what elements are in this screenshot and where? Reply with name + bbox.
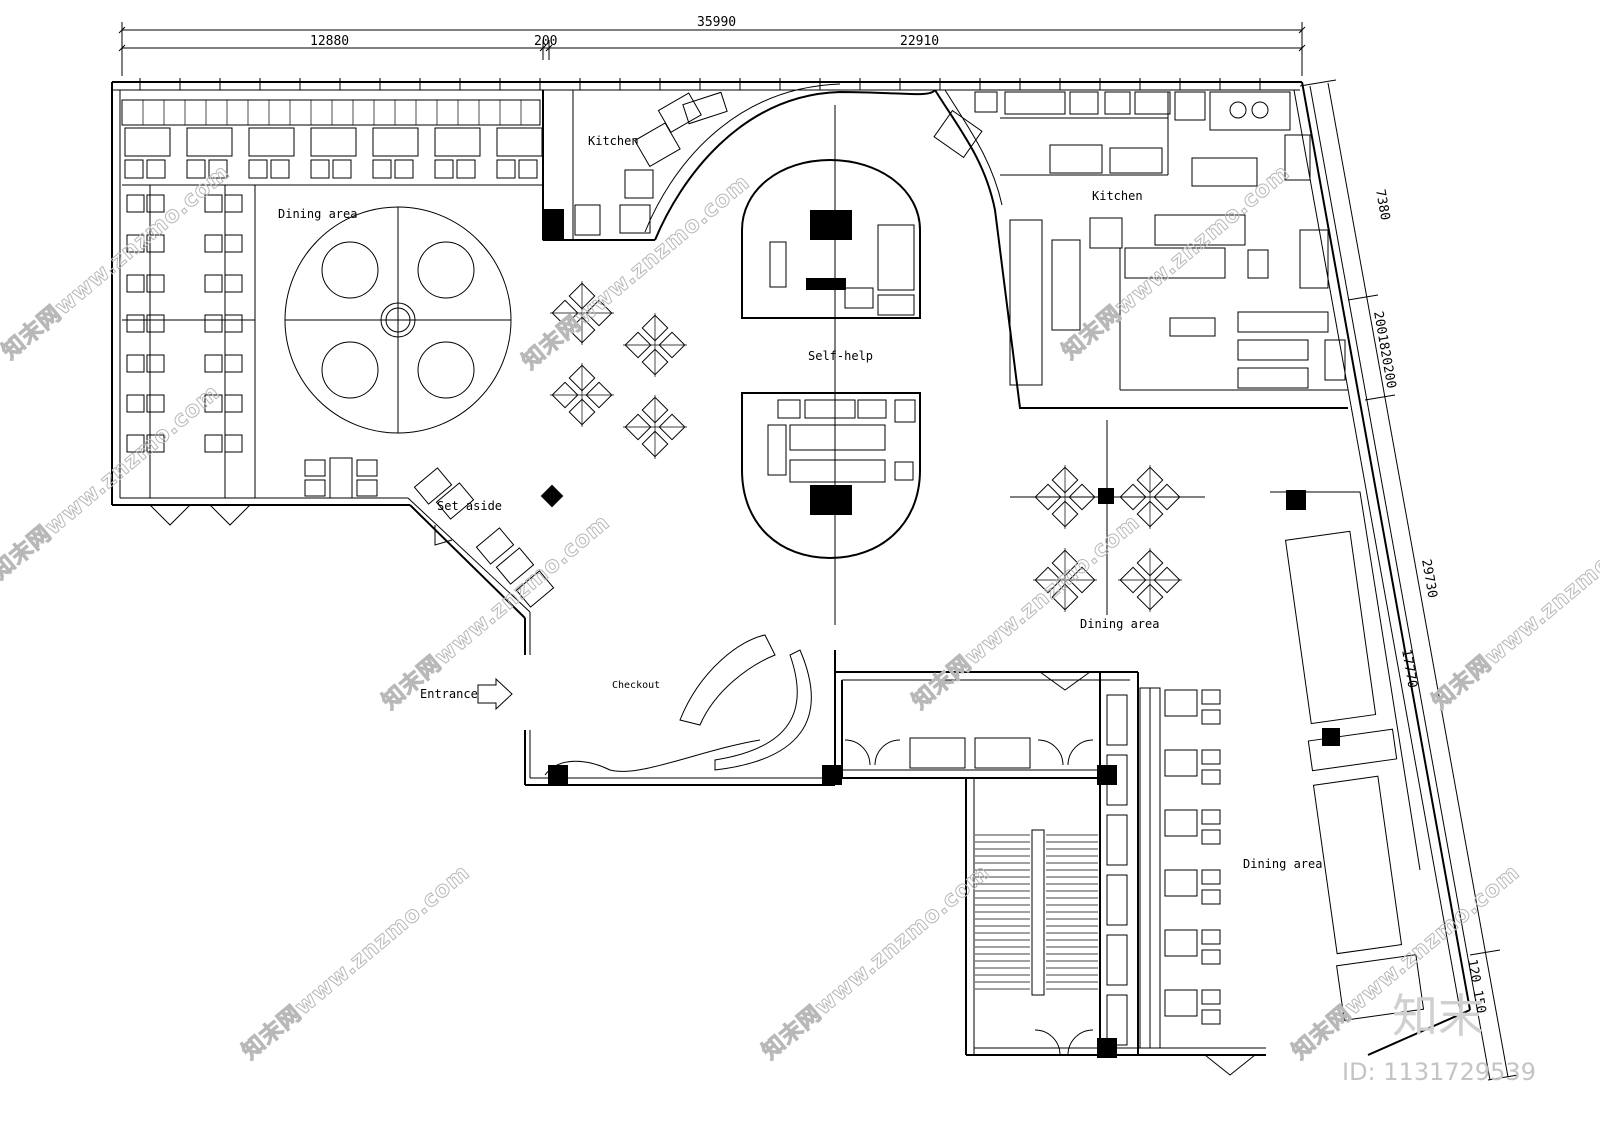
image-id-text: ID: 1131729539 bbox=[1342, 1058, 1536, 1086]
set-aside-label: Set aside bbox=[437, 499, 502, 513]
four-top-table bbox=[550, 281, 614, 345]
dining-lower-right: Dining area bbox=[1106, 491, 1425, 1076]
dimension-lines: 35990 12880 200 22910 7380 2001820200 29… bbox=[118, 15, 1519, 1081]
booth-table bbox=[1164, 929, 1198, 957]
center-tables bbox=[550, 281, 1182, 612]
kitchen-left: Kitchen bbox=[542, 83, 936, 241]
booth-table bbox=[1164, 689, 1198, 717]
watermark-text: 知末网www.znzmo.com bbox=[1427, 509, 1600, 714]
watermark-text: 知末网www.znzmo.com bbox=[757, 859, 995, 1064]
four-top-table bbox=[623, 395, 687, 459]
window-ticks bbox=[139, 78, 1261, 90]
booth-table bbox=[372, 127, 419, 157]
booth-table bbox=[1164, 749, 1198, 777]
dim-left: 12880 bbox=[310, 34, 349, 49]
checkout-area: Checkout Entrance bbox=[420, 634, 1094, 776]
four-top-table bbox=[550, 363, 614, 427]
dining-lower-right-label: Dining area bbox=[1243, 857, 1322, 871]
self-help-stations: Self-help bbox=[741, 105, 921, 625]
four-top-table bbox=[1118, 465, 1182, 529]
dining-left: Dining area bbox=[121, 99, 543, 526]
dining-center-right: Dining area bbox=[1010, 420, 1205, 631]
booth-table bbox=[1164, 989, 1198, 1017]
set-aside: Set aside bbox=[413, 467, 555, 608]
watermark-text: 知末网www.znzmo.com bbox=[237, 859, 475, 1064]
booth-table bbox=[1164, 869, 1198, 897]
booth-table bbox=[248, 127, 295, 157]
dim-right-mid: 2001820200 bbox=[1370, 310, 1398, 390]
staircase bbox=[975, 829, 1098, 1056]
dim-overall: 35990 bbox=[697, 15, 736, 30]
brand-mark: 知末 bbox=[1392, 989, 1484, 1043]
four-top-table bbox=[623, 313, 687, 377]
exterior-walls bbox=[111, 81, 1471, 1056]
kitchen-right-label: Kitchen bbox=[1092, 189, 1143, 203]
kitchen-left-label: Kitchen bbox=[588, 134, 639, 148]
four-top-table bbox=[1033, 465, 1097, 529]
dining-left-label: Dining area bbox=[278, 207, 357, 221]
dim-right-overall: 29730 bbox=[1418, 558, 1440, 599]
four-top-table bbox=[1118, 548, 1182, 612]
booth-table bbox=[186, 127, 233, 157]
dim-mid: 200 bbox=[534, 34, 557, 49]
structural-columns bbox=[540, 484, 1340, 1058]
four-top-table bbox=[1033, 548, 1097, 612]
self-help-label: Self-help bbox=[808, 349, 873, 363]
booth-table bbox=[1164, 809, 1198, 837]
watermark-text: 知末网www.znzmo.com bbox=[517, 169, 755, 374]
entrance-label: Entrance bbox=[420, 687, 478, 701]
watermark-text: 知末网www.znzmo.com bbox=[0, 159, 235, 364]
kitchen-right: Kitchen bbox=[933, 89, 1348, 409]
booth-table bbox=[124, 127, 171, 157]
booth-table bbox=[310, 127, 357, 157]
dim-right-top: 7380 bbox=[1372, 188, 1392, 221]
dim-right: 22910 bbox=[900, 34, 939, 49]
watermark-text: 知末网www.znzmo.com bbox=[907, 509, 1145, 714]
checkout-label: Checkout bbox=[612, 680, 660, 691]
dining-center-right-label: Dining area bbox=[1080, 617, 1159, 631]
booth-table bbox=[496, 127, 543, 157]
booth-table bbox=[434, 127, 481, 157]
